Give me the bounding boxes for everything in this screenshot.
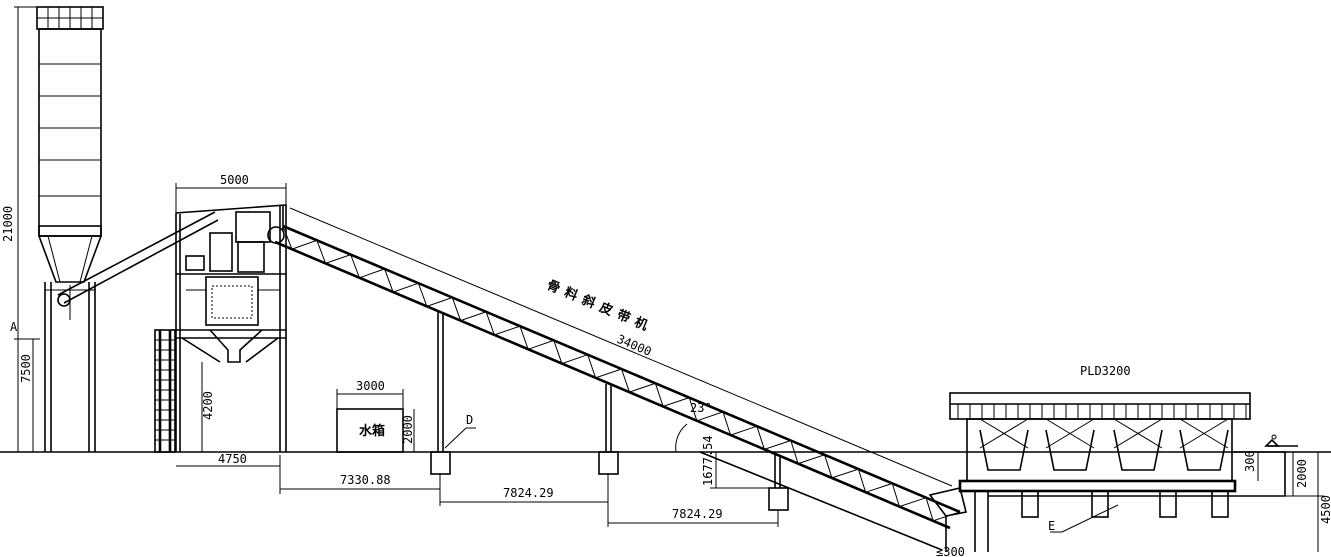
- hopper-brace: [1179, 418, 1229, 449]
- dim-tower-base: 4750: [218, 452, 247, 466]
- dimension-lines: [14, 6, 1324, 552]
- dim-bin-height: 2000: [1295, 459, 1309, 488]
- dim-lower-height: 7500: [19, 354, 33, 383]
- mark-a: A: [10, 320, 18, 334]
- dim-angle: 23°: [690, 401, 712, 415]
- dim-conveyor-length: 34000: [615, 332, 654, 359]
- conveyor-supports: [430, 312, 943, 551]
- dim-tower-width: 5000: [220, 173, 249, 187]
- batcher-label: PLD3200: [1080, 364, 1131, 378]
- water-tank-label: 水箱: [359, 423, 385, 439]
- dim-span-2: 7824.29: [503, 486, 554, 500]
- dim-silo-height: 21000: [1, 206, 15, 242]
- hopper-brace: [1045, 418, 1095, 449]
- aggregate-hopper: [1045, 429, 1095, 471]
- hopper-brace: [979, 418, 1029, 449]
- hopper-brace: [1113, 418, 1163, 449]
- dim-tank-width: 3000: [356, 379, 385, 393]
- dim-tank-height: 2000: [401, 415, 415, 444]
- dim-bin-gap: 300: [1243, 450, 1257, 472]
- mixing-tower: [154, 204, 287, 453]
- mark-d: D: [466, 413, 473, 427]
- mark-e: E: [1048, 519, 1055, 533]
- aggregate-hopper: [1113, 429, 1163, 471]
- dim-span-3: 7824.29: [672, 507, 723, 521]
- dim-pit-depth: 1677.54: [701, 435, 715, 486]
- aggregate-batcher: [949, 392, 1298, 552]
- aggregate-hopper: [979, 429, 1029, 471]
- cement-silo: [36, 6, 219, 452]
- dim-bottom: ≤300: [936, 545, 965, 557]
- inclined-belt-conveyor: [267, 206, 967, 552]
- dim-mixer-support: 4200: [201, 391, 215, 420]
- dim-pit-total: 4500: [1319, 495, 1331, 524]
- dim-span-1: 7330.88: [340, 473, 391, 487]
- water-tank: 水箱: [336, 408, 404, 453]
- aggregate-hopper: [1179, 429, 1229, 471]
- conveyor-name: 骨料斜皮带机: [544, 277, 655, 336]
